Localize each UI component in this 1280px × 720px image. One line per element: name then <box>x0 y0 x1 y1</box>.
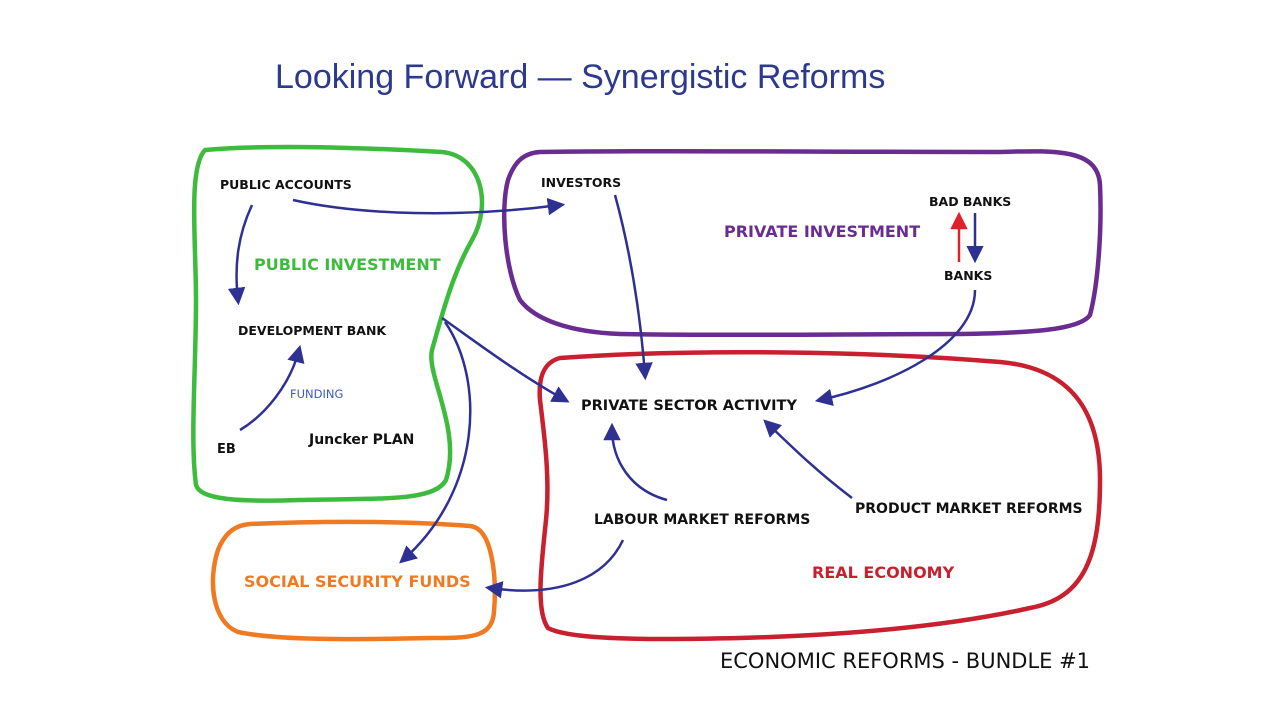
footer-caption: ECONOMIC REFORMS - BUNDLE #1 <box>720 649 1090 673</box>
node-bad-banks: BAD BANKS <box>929 194 1011 209</box>
node-private-sector-activity: PRIVATE SECTOR ACTIVITY <box>581 398 797 414</box>
arrow-public-accounts-to-development-bank <box>227 204 254 306</box>
social-security-funds-outline <box>210 519 498 642</box>
node-juncker-plan: Juncker PLAN <box>308 432 414 448</box>
arrow-public-accounts-to-investors <box>292 197 566 216</box>
node-banks: BANKS <box>944 268 992 283</box>
node-labour-market-reforms: LABOUR MARKET REFORMS <box>594 512 810 528</box>
group-label-real-economy: REAL ECONOMY <box>812 563 955 582</box>
arrow-labour-reforms-to-social-security <box>484 539 625 599</box>
node-public-accounts: PUBLIC ACCOUNTS <box>220 177 352 192</box>
arrow-development-bank-to-private-sector <box>441 316 570 403</box>
node-eb: EB <box>217 442 236 457</box>
group-label-social-security-funds: SOCIAL SECURITY FUNDS <box>244 572 471 591</box>
page-title: Looking Forward — Synergistic Reforms <box>275 58 886 96</box>
group-label-public-investment: PUBLIC INVESTMENT <box>254 255 441 274</box>
private-investment-outline <box>501 148 1103 338</box>
arrow-product-reforms-to-private-sector <box>763 419 853 499</box>
public-investment-outline <box>191 144 485 503</box>
group-label-private-investment: PRIVATE INVESTMENT <box>724 222 920 241</box>
arrow-banks-to-private-sector <box>814 289 977 406</box>
node-development-bank: DEVELOPMENT BANK <box>238 323 387 338</box>
arrow-development-bank-to-social-security <box>399 321 472 564</box>
arrow-investors-to-private-sector <box>613 194 653 381</box>
arrow-eb-to-development-bank <box>239 344 305 432</box>
arrow-labour-reforms-to-private-sector <box>603 422 668 502</box>
node-investors: INVESTORS <box>541 175 621 190</box>
node-product-market-reforms: PRODUCT MARKET REFORMS <box>855 501 1083 517</box>
real-economy-outline <box>537 349 1103 642</box>
node-funding: FUNDING <box>290 387 343 401</box>
